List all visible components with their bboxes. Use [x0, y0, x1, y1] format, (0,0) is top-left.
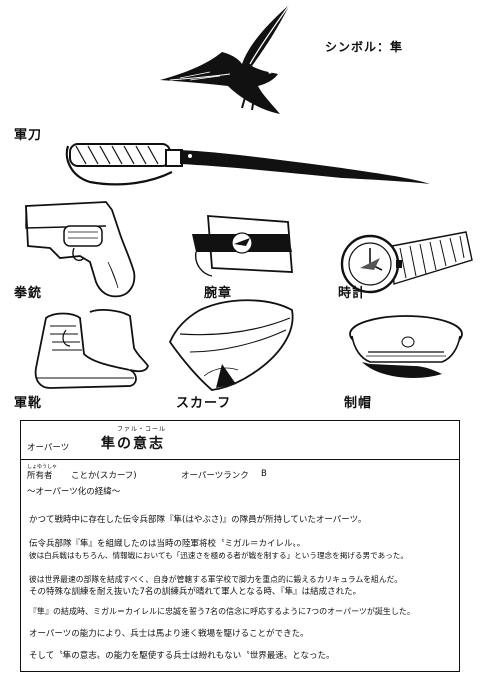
armband-label: 腕章: [204, 286, 233, 301]
boots-label: 軍靴: [14, 396, 43, 411]
paragraph-4: 彼は世界最速の部隊を結成すべく、自身が管轄する軍学校で脚力を重点的に鍛えるカリキ…: [29, 575, 402, 584]
owner-ruby: しょゆうしゃ: [27, 464, 58, 470]
paragraph-2: 伝令兵部隊『隼』を組織したのは当時の陸軍将校〝ミガル＝カイレル〟。: [29, 539, 306, 549]
boots-icon: [34, 309, 149, 389]
rank-value: B: [261, 469, 267, 479]
sword-label: 軍刀: [14, 128, 43, 143]
watch-icon: [340, 231, 473, 294]
armband-icon: [192, 215, 293, 277]
paragraph-1: かつて戦時中に存在した伝令兵部隊『隼(はやぶさ)』の隊員が所持していたオーパーツ…: [29, 515, 367, 525]
symbol-label: シンボル：隼: [325, 40, 404, 54]
owner-label: 所有者: [27, 471, 53, 481]
paragraph-5: その特殊な訓練を耐え抜いた7名の訓練兵が晴れて軍人となる時、『隼』は結成された。: [29, 587, 362, 597]
paragraph-3: 彼は白兵戦はもちろん、情報戦においても「迅速さを極める者が戦を制する」という理念…: [29, 551, 408, 560]
cap-label: 制帽: [344, 396, 373, 411]
pistol-label: 拳銃: [14, 286, 43, 301]
rank-label: オーパーツランク: [181, 471, 249, 481]
pistol-icon: [25, 201, 136, 298]
sword-icon: [65, 143, 430, 186]
scarf-icon: [168, 299, 294, 391]
card-header: オーパーツ ファル・コール 隼の意志: [21, 421, 459, 460]
info-card: オーパーツ ファル・コール 隼の意志 しょゆうしゃ 所有者 ことか(スカーフ) …: [20, 420, 460, 672]
card-subheading: 〜オーパーツ化の経緯〜: [27, 487, 121, 497]
paragraph-6: 『隼』の結成時、ミガル＝カイレルに忠誠を誓う7名の信念に呼応するように7つのオー…: [29, 607, 415, 616]
paragraph-8: そして〝隼の意志〟の能力を駆使する兵士は紛れもない〝世界最速〟となった。: [29, 651, 335, 661]
paragraph-7: オーパーツの能力により、兵士は馬より速く戦場を駆けることができた。: [29, 629, 309, 639]
card-title-ruby: ファル・コール: [117, 426, 167, 433]
card-title: 隼の意志: [101, 436, 165, 452]
cap-icon: [349, 315, 463, 378]
watch-label: 時計: [338, 286, 367, 301]
card-category: オーパーツ: [27, 443, 70, 453]
falcon-icon: [160, 3, 291, 114]
owner-value: ことか(スカーフ): [71, 471, 137, 481]
scarf-label: スカーフ: [176, 396, 232, 411]
